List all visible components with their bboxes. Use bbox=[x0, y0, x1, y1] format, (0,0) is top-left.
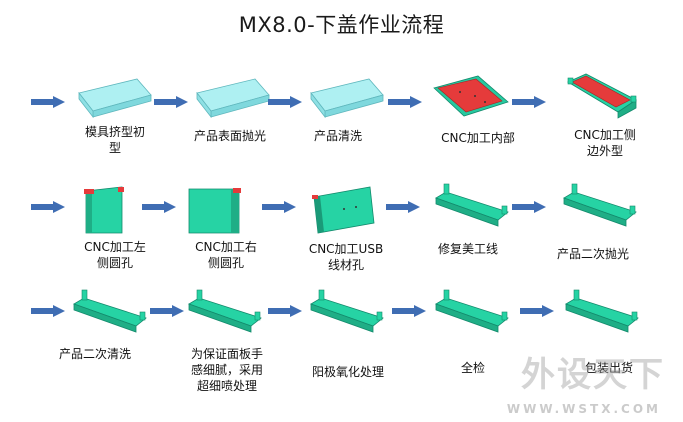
step-label: CNC加工右侧圆孔 bbox=[195, 240, 257, 270]
flow-arrow bbox=[388, 96, 422, 108]
second-polished-part bbox=[563, 183, 637, 227]
flow-arrow bbox=[512, 201, 546, 213]
fine-sandblasted-part bbox=[188, 289, 262, 333]
step-label: 全检 bbox=[460, 361, 485, 375]
step-label: 为保证面板手感细腻，采用超细喷处理 bbox=[190, 347, 263, 393]
watermark-logo: 外设天下 bbox=[521, 355, 665, 395]
step-label: 阳极氧化处理 bbox=[311, 365, 384, 379]
flow-arrow bbox=[386, 201, 420, 213]
flow-arrow bbox=[268, 96, 302, 108]
step-label: CNC加工内部 bbox=[441, 131, 515, 145]
flow-arrow bbox=[142, 201, 176, 213]
cnc-left-hole-part bbox=[84, 186, 124, 234]
repaired-trim-line-part bbox=[435, 183, 509, 227]
watermark-url: WWW.WSTX.COM bbox=[506, 402, 661, 416]
step-label: 产品二次抛光 bbox=[556, 247, 629, 261]
flow-arrow bbox=[268, 305, 302, 317]
polished-blank-part bbox=[196, 78, 270, 119]
step-label: 产品表面抛光 bbox=[193, 129, 266, 143]
cnc-right-hole-part bbox=[188, 188, 241, 234]
flow-arrow bbox=[512, 96, 546, 108]
flow-arrow bbox=[262, 201, 296, 213]
cnc-inner-part bbox=[433, 75, 509, 117]
inspected-part bbox=[435, 289, 509, 333]
flow-arrow bbox=[31, 305, 65, 317]
step-label: CNC加工左侧圆孔 bbox=[84, 240, 146, 270]
step-label: 产品清洗 bbox=[313, 129, 362, 143]
step-label: 包装出货 bbox=[584, 361, 633, 375]
diagram-title: MX8.0-下盖作业流程 bbox=[238, 13, 445, 37]
step-label: 产品二次清洗 bbox=[58, 347, 131, 361]
cnc-side-profile-part bbox=[567, 73, 637, 119]
packaged-part bbox=[565, 289, 639, 333]
cleaned-blank-part bbox=[310, 78, 384, 119]
flow-arrow bbox=[31, 201, 65, 213]
anodized-part bbox=[310, 289, 384, 333]
step-label: CNC加工侧边外型 bbox=[574, 128, 636, 158]
extruded-blank-part bbox=[78, 78, 152, 119]
cnc-usb-hole-part bbox=[312, 186, 375, 234]
flow-arrow bbox=[31, 96, 65, 108]
flow-arrow bbox=[150, 305, 184, 317]
second-cleaned-part bbox=[73, 289, 147, 333]
step-label: 修复美工线 bbox=[437, 242, 498, 256]
flow-arrow bbox=[520, 305, 554, 317]
flow-arrow bbox=[154, 96, 188, 108]
flow-arrow bbox=[392, 305, 426, 317]
step-label: 模具挤型初型 bbox=[84, 125, 145, 155]
